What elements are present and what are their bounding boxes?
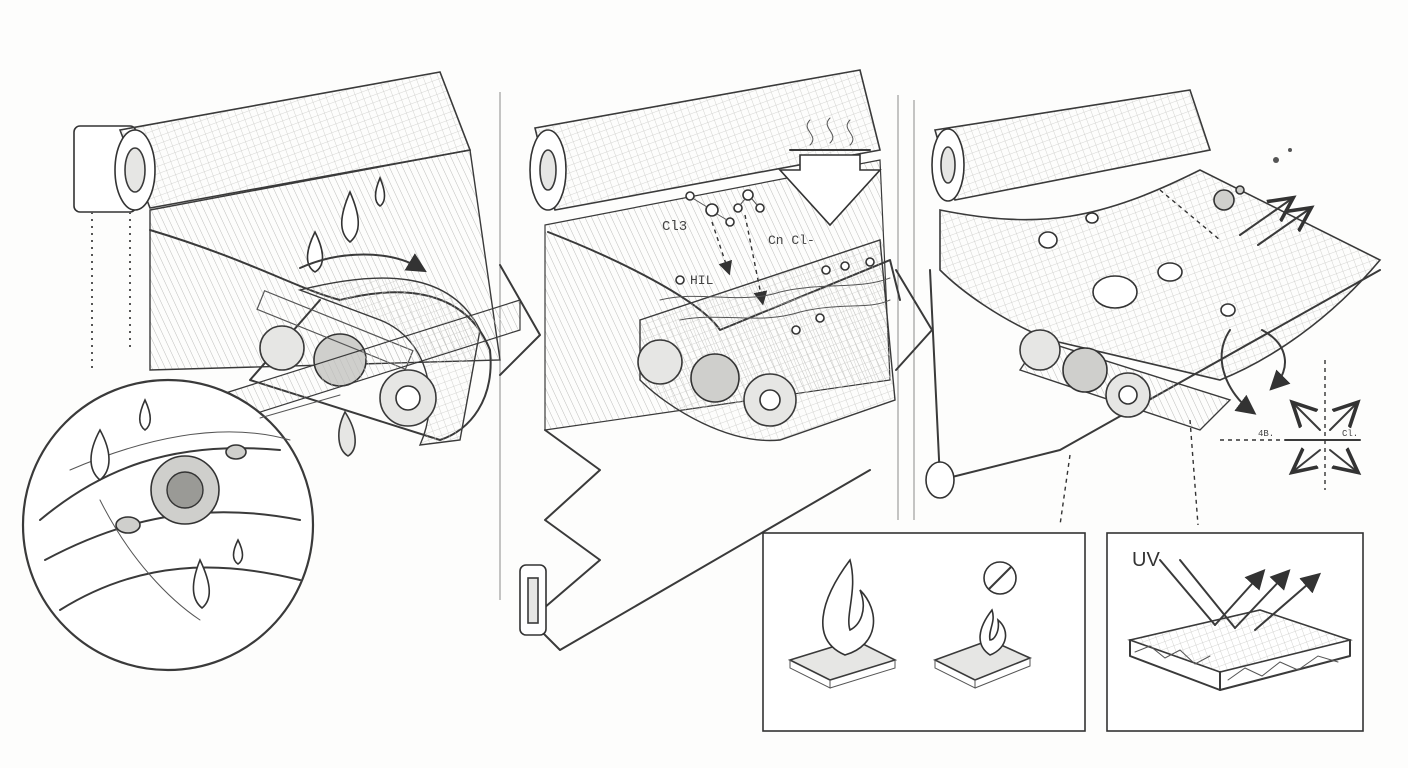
- penetration-arrow: [711, 221, 732, 276]
- panel-chemical-treatment: Cl3 Cn Cl- HIL: [519, 69, 901, 651]
- inset-fire-retardant: [762, 532, 1086, 732]
- small-flame-icon: [979, 608, 1007, 656]
- uv-ray: [1179, 559, 1236, 629]
- inset-uv-protection: UV: [1106, 532, 1364, 732]
- water-beads: [1038, 212, 1236, 317]
- uv-ray: [1159, 559, 1216, 626]
- fiber-bundles: [256, 289, 437, 427]
- panel-dividers: [499, 92, 915, 600]
- uv-label: UV: [1132, 549, 1160, 571]
- uv-reflect-arrow: [1234, 569, 1291, 629]
- uv-reflect-arrow: [1214, 569, 1266, 626]
- runoff-arrow: [1261, 329, 1291, 391]
- zoom-lens: [21, 378, 341, 672]
- reflect-burst-icon: 4B. Cl.: [1220, 360, 1360, 490]
- runoff-arrow: [1220, 329, 1257, 415]
- flame-icon: [822, 558, 875, 656]
- side-label: Cl.: [1342, 429, 1358, 439]
- panel-protected-fabric: 4B. Cl.: [925, 89, 1382, 526]
- molecules: [675, 189, 875, 335]
- heat-arrow-icon: [778, 117, 882, 227]
- chemical-label: Cn Cl-: [768, 233, 815, 248]
- bead-chain: [91, 212, 131, 372]
- penetration-arrow: [744, 214, 768, 306]
- chemical-label: Cl3: [662, 219, 687, 235]
- side-label: 4B.: [1258, 429, 1274, 439]
- roller-tube: [933, 89, 1212, 201]
- fiber-bundles: [1019, 329, 1151, 418]
- water-drops: [306, 175, 386, 457]
- dirt-repel: [1159, 148, 1308, 246]
- fiber-bundles: [637, 339, 797, 427]
- step-arrow-1: [499, 264, 541, 376]
- uv-reflect-arrow: [1254, 572, 1322, 631]
- panel-moisture-penetration: [21, 71, 521, 672]
- chemical-label: HIL: [690, 273, 713, 288]
- moisture-arrow: [299, 253, 427, 273]
